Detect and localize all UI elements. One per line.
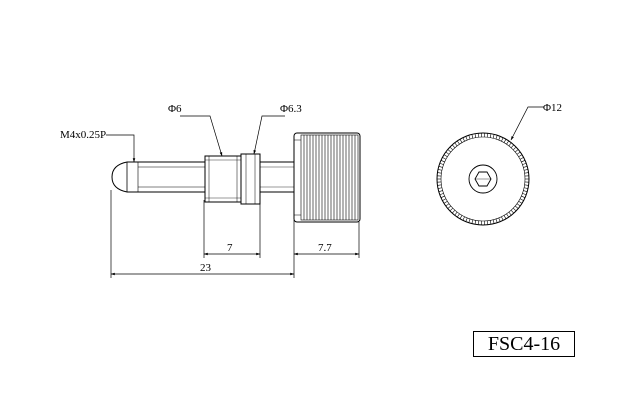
collar-section [204, 155, 242, 203]
part-number: FSC4-16 [487, 332, 561, 355]
shaft-outline [111, 161, 205, 193]
dia-6-label: Φ6 [168, 103, 182, 115]
dia-6-3-label: Φ6.3 [280, 103, 302, 115]
end-view [436, 132, 530, 226]
part-number-box: FSC4-16 [473, 331, 575, 357]
len-23-label: 23 [200, 262, 212, 274]
socket-circle [468, 164, 498, 194]
neck-section [259, 161, 295, 193]
dia-12-label: Φ12 [543, 102, 562, 114]
len-7-label: 7 [227, 242, 233, 254]
knurled-head [293, 132, 361, 223]
ring-section [240, 153, 261, 205]
side-dimensions [106, 106, 544, 278]
thread-label: M4x0.25P [60, 129, 106, 141]
side-view [111, 132, 361, 223]
len-7-7-label: 7.7 [318, 242, 332, 254]
